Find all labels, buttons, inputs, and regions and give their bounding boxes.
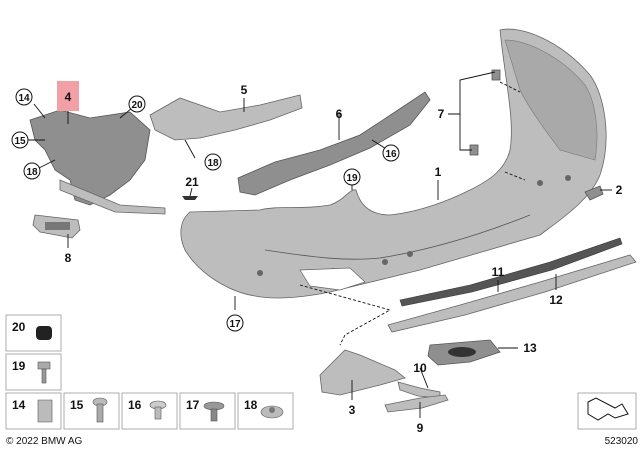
leader-lines — [24, 71, 612, 418]
bumper-cutout — [299, 267, 366, 291]
bracket-left[interactable] — [29, 109, 151, 206]
speed-nut-icon — [260, 405, 284, 419]
callout-13[interactable]: 13 — [523, 341, 537, 355]
copyright-text: © 2022 BMW AG — [6, 436, 83, 447]
callout-4[interactable]: 4 — [65, 90, 72, 104]
callout-18a[interactable]: 18 — [23, 162, 41, 180]
carrier-5[interactable] — [149, 94, 303, 141]
callout-5[interactable]: 5 — [241, 83, 248, 97]
svg-text:16: 16 — [385, 149, 397, 160]
svg-text:20: 20 — [12, 320, 26, 334]
svg-text:14: 14 — [12, 398, 26, 412]
callout-14[interactable]: 14 — [15, 88, 33, 106]
rubber-grommet-icon — [36, 326, 52, 340]
sensor-holes — [257, 175, 571, 276]
legend-cell-18[interactable]: 18 — [237, 392, 294, 430]
svg-text:16: 16 — [128, 398, 142, 412]
torx-screw-icon — [92, 397, 108, 423]
callout-7[interactable]: 7 — [438, 107, 445, 121]
callout-1[interactable]: 1 — [435, 165, 442, 179]
svg-text:18: 18 — [244, 398, 258, 412]
svg-text:18: 18 — [207, 158, 219, 169]
legend-cell-16[interactable]: 16 — [121, 392, 178, 430]
bumper-inner-shade — [504, 39, 598, 161]
svg-text:17: 17 — [229, 319, 241, 330]
reflector-8-lens — [45, 222, 70, 230]
callout-8[interactable]: 8 — [65, 251, 72, 265]
carrier-6[interactable] — [237, 91, 431, 196]
view-direction-icon — [577, 392, 637, 430]
clip-21[interactable] — [182, 196, 198, 200]
legend-cell-14[interactable]: 14 — [5, 392, 62, 430]
callout-17[interactable]: 17 — [226, 314, 244, 332]
svg-text:14: 14 — [18, 93, 30, 104]
part-9[interactable] — [384, 394, 449, 413]
callout-15[interactable]: 15 — [11, 131, 29, 149]
callout-12[interactable]: 12 — [549, 293, 563, 307]
legend-cell-19[interactable]: 19 — [5, 353, 62, 391]
svg-text:15: 15 — [14, 136, 26, 147]
clip-nut-icon — [37, 399, 53, 423]
bumper-lower-edge — [264, 214, 531, 260]
callout-16a[interactable]: 16 — [382, 144, 400, 162]
svg-text:18: 18 — [26, 167, 38, 178]
legend-cell-17[interactable]: 17 — [179, 392, 236, 430]
expanding-rivet-icon — [149, 400, 167, 420]
trim-strip-12[interactable] — [387, 254, 637, 333]
svg-text:17: 17 — [186, 398, 200, 412]
callout-21[interactable]: 21 — [185, 175, 199, 189]
callout-19[interactable]: 19 — [343, 168, 361, 186]
trim-strip-11[interactable] — [399, 237, 623, 307]
callout-11[interactable]: 11 — [492, 265, 505, 279]
svg-text:19: 19 — [12, 359, 26, 373]
callout-18b[interactable]: 18 — [204, 153, 222, 171]
callout-3[interactable]: 3 — [349, 403, 356, 417]
svg-text:15: 15 — [70, 398, 84, 412]
callout-9[interactable]: 9 — [417, 421, 424, 435]
push-clip-icon — [203, 401, 225, 422]
part-7-fasteners[interactable] — [469, 69, 501, 156]
callout-2[interactable]: 2 — [616, 183, 623, 197]
diagram-number: 523020 — [604, 436, 638, 447]
legend-cell-15[interactable]: 15 — [63, 392, 120, 430]
bracket-left-arm — [59, 179, 166, 215]
exhaust-tip — [448, 347, 476, 357]
hardware-legend: 20 19 14 15 16 — [5, 314, 294, 430]
callout-10[interactable]: 10 — [413, 361, 427, 375]
callout-4-highlight[interactable] — [57, 81, 79, 111]
bumper-cover[interactable] — [180, 28, 607, 299]
part-2[interactable] — [584, 185, 604, 201]
part-10[interactable] — [397, 381, 441, 399]
hex-screw-icon — [37, 361, 51, 384]
legend-cell-20[interactable]: 20 — [5, 314, 62, 352]
part-3[interactable] — [319, 349, 406, 396]
svg-text:19: 19 — [346, 173, 358, 184]
callout-20[interactable]: 20 — [128, 95, 146, 113]
callout-6[interactable]: 6 — [336, 107, 343, 121]
svg-text:20: 20 — [131, 100, 143, 111]
